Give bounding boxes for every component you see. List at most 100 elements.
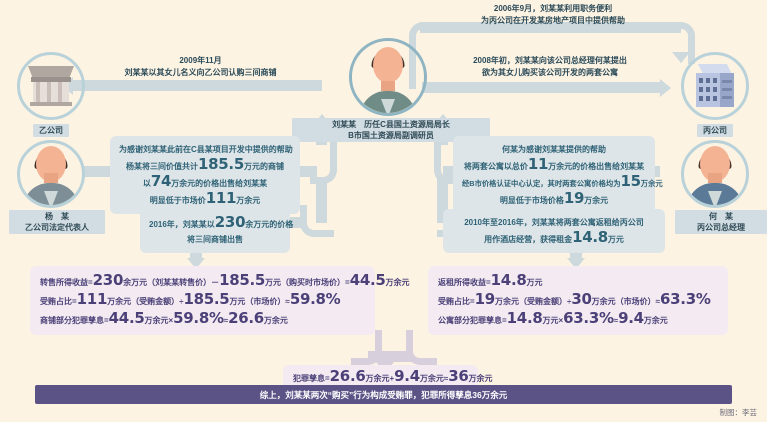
node-person-yang-label: 杨 某 乙公司法定代表人: [9, 210, 105, 234]
num: 111: [205, 189, 237, 207]
box-right-gift-line2: 将两套公寓以总价11万余元的价格出售给刘某某: [462, 157, 646, 174]
calc-number: 26.6: [228, 309, 264, 327]
flow-top-left-line1: 2009年11月: [179, 56, 222, 65]
calc-number: 36: [448, 367, 469, 385]
arrow-shaft-top-right: [420, 22, 681, 33]
txt: 万余元的价格出售给刘某某: [171, 179, 268, 188]
calc-text: 万余元×: [144, 316, 174, 325]
person-avatar-icon: [349, 38, 427, 116]
arrow-head-to-left-calc: [187, 258, 205, 269]
calc-text: 转售所得收益=: [40, 278, 93, 287]
calc-text: 万元（市场价）≈: [229, 297, 290, 306]
calc-right-row1: 返租所得收益=14.8万元: [438, 272, 718, 291]
box-right-rent: 2010年至2016年，刘某某将两套公寓返租给丙公司 用作酒店经营，获得租金14…: [443, 209, 665, 253]
calc-number: 19: [474, 290, 496, 308]
txt: 杨某将三间价值共计: [126, 162, 199, 171]
node-person-he[interactable]: 何 某 丙公司总经理: [672, 140, 767, 235]
box-right-gift-line4: 明显低于市场价格19万余元: [462, 191, 646, 208]
flow-top-right-line1: 2006年9月，刘某某利用职务便利: [493, 4, 613, 13]
node-company-c-label: 丙公司: [697, 124, 733, 137]
flow-text-top-left: 2009年11月 刘某某以其女儿名义向乙公司认购三间商铺: [93, 55, 308, 79]
building-modern-icon: [681, 52, 749, 120]
arrow-shaft-top-left: [72, 80, 322, 91]
person-avatar-icon: [681, 140, 749, 208]
arrow-shaft-left-gift-in: [84, 166, 110, 177]
person-avatar-icon: [17, 140, 85, 208]
arrow-elbow-right-to-total: [406, 330, 437, 365]
calc-text: 返租所得收益=: [438, 278, 491, 287]
conclusion-text: 综上，刘某某两次“购买”行为构成受贿罪，犯罪所得孳息36万余元: [259, 389, 508, 400]
box-left-resale-line2: 将三间商铺出售: [187, 235, 243, 244]
calc-number: 185.5: [183, 290, 230, 308]
credit-text: 制图：李芸: [719, 408, 758, 417]
arrow-shaft-to-total-down: [379, 356, 390, 364]
flow-top-left-line2: 刘某某以其女儿名义向乙公司认购三间商铺: [124, 68, 277, 77]
txt: 万余元: [640, 179, 663, 188]
calc-text: 犯罪孳息=: [293, 374, 330, 383]
flow-text-mid-right: 2008年初，刘某某向该公司总经理何某提出 欲为其女儿购买该公司开发的两套公寓: [436, 55, 664, 79]
node-company-b-label: 乙公司: [33, 124, 69, 137]
num: 11: [527, 155, 549, 173]
calc-text: 万余元: [263, 316, 288, 325]
calc-left-row3: 商铺部分犯罪孳息=44.5万余元×59.8%≈26.6万余元: [40, 310, 365, 329]
node-person-liu-role: B市国土资源局副调研员: [348, 131, 434, 140]
calc-text: ≈: [613, 316, 619, 325]
txt: 2016年，刘某某以: [149, 220, 215, 229]
calc-text: 万余元: [468, 374, 493, 383]
arrow-head-to-right-calc: [567, 258, 585, 269]
box-left-gift-line3: 以74万余元的价格出售给刘某某: [119, 174, 291, 191]
num: 14.8: [572, 228, 608, 246]
calc-number: 26.6: [329, 367, 366, 385]
box-left-gift-line4: 明显低于市场价111万余元: [119, 191, 291, 208]
flow-mid-right-line2: 欲为其女儿购买该公司开发的两套公寓: [482, 68, 618, 77]
calc-box-left: 转售所得收益=230余万元（刘某某转售价）－185.5万元（购买时市场价）=44…: [30, 266, 410, 335]
node-company-c[interactable]: 丙公司: [672, 52, 758, 138]
box-left-gift-line1: 为感谢刘某某此前在C县某项目开发中提供的帮助: [119, 145, 293, 154]
node-person-liu-name: 刘某某 历任C县国土资源局局长: [332, 120, 450, 129]
arrow-shaft-to-total: [368, 351, 412, 362]
txt: 明显低于市场价格: [499, 196, 564, 205]
num: 19: [563, 189, 585, 207]
arrow-shaft-left-resale-down: [316, 178, 327, 223]
calc-text: 万余元+: [365, 374, 395, 383]
calc-text: 万余元（受贿金额）÷: [494, 297, 572, 306]
box-left-gift: 为感谢刘某某此前在C县某项目开发中提供的帮助 杨某将三间价值共计185.5万元的…: [110, 136, 300, 214]
txt: 经B市价格认证中心认定，其时两套公寓价格均为: [462, 179, 621, 188]
calc-text: 余万元（刘某某转售价）－: [123, 278, 220, 287]
box-right-gift-line3: 经B市价格认证中心认定，其时两套公寓价格均为15万余元: [462, 174, 663, 191]
calc-left-row2: 受贿占比=111万余元（受贿金额）÷185.5万元（市场价）≈59.8%: [40, 291, 365, 310]
arrow-shaft-left-gift-out: [295, 166, 317, 177]
calc-text: ≈: [223, 316, 229, 325]
calc-number: 44.5: [108, 309, 145, 327]
box-left-resale-line1: 2016年，刘某某以230余万元的价格: [149, 213, 293, 232]
calc-box-right: 返租所得收益=14.8万元 受贿占比=19万余元（受贿金额）÷30万余元（市场价…: [428, 266, 728, 335]
calc-number: 63.3%: [563, 309, 614, 327]
txt: 万余元: [236, 196, 261, 205]
calc-number: 63.3%: [660, 290, 711, 308]
arrow-head-mid-right: [660, 78, 671, 97]
calc-number: 44.5: [349, 271, 386, 289]
node-person-yang[interactable]: 杨 某 乙公司法定代表人: [8, 140, 105, 235]
node-person-liu-label: 刘某某 历任C县国土资源局局长 B市国土资源局副调研员: [292, 118, 490, 142]
num: 230: [214, 213, 246, 231]
arrow-shaft-right-rent-down: [437, 178, 448, 223]
flow-mid-right-line1: 2008年初，刘某某向该公司总经理何某提出: [473, 56, 627, 65]
calc-text: 公寓部分犯罪孳息=: [438, 316, 507, 325]
conclusion-banner: 综上，刘某某两次“购买”行为构成受贿罪，犯罪所得孳息36万余元: [35, 385, 732, 404]
calc-number: 9.4: [618, 309, 644, 327]
arrow-elbow-top-right-2: [674, 22, 695, 64]
txt: 以: [142, 179, 151, 188]
calc-right-row3: 公寓部分犯罪孳息=14.8万元×63.3%≈9.4万余元: [438, 310, 718, 329]
calc-right-row2: 受贿占比=19万余元（受贿金额）÷30万余元（市场价）≈63.3%: [438, 291, 718, 310]
box-right-rent-line2: 用作酒店经营，获得租金14.8万元: [452, 230, 656, 247]
node-company-b[interactable]: 乙公司: [8, 52, 94, 138]
calc-text: 万余元（受贿金额）÷: [107, 297, 184, 306]
txt: 万余元的价格出售给刘某某: [548, 162, 645, 171]
txt: 万元的商铺: [243, 162, 284, 171]
node-person-liu[interactable]: 刘某某 历任C县国土资源局局长 B市国土资源局副调研员: [292, 38, 490, 143]
calc-text: 万余元（市场价）≈: [591, 297, 661, 306]
flow-text-top-right: 2006年9月，刘某某利用职务便利 为丙公司在开发某房地产项目中提供帮助: [438, 3, 668, 27]
txt: 万元: [607, 235, 624, 244]
box-left-gift-line2: 杨某将三间价值共计185.5万元的商铺: [119, 157, 291, 174]
